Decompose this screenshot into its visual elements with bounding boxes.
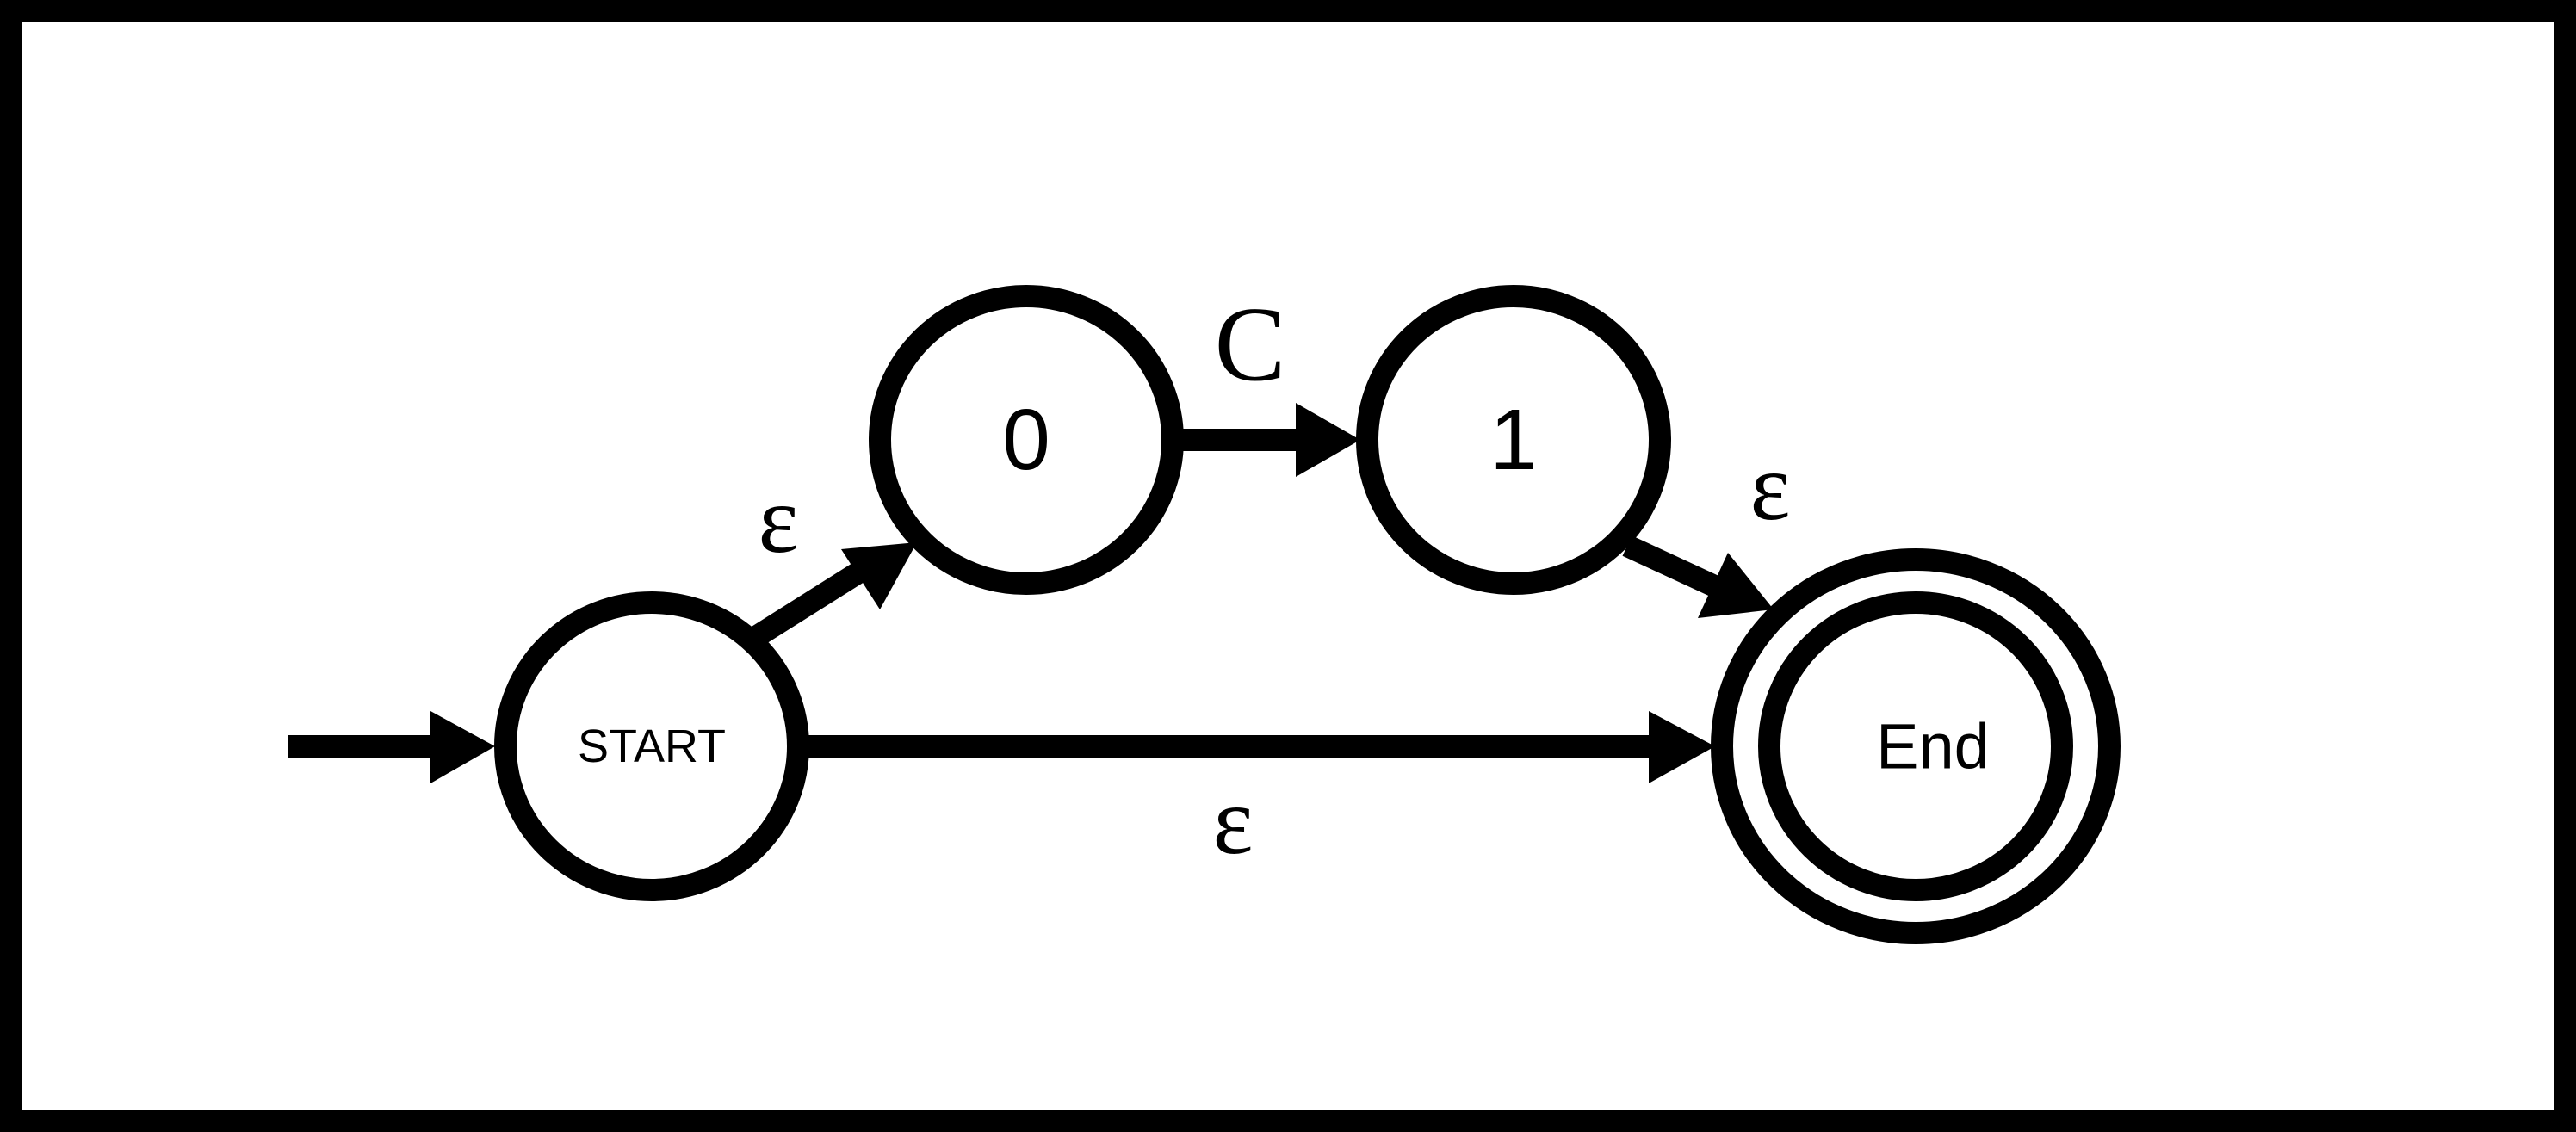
edge-s0-to-s1-label: C [1215,286,1286,404]
state-s0-label: 0 [1002,392,1050,488]
edge-s0-to-s1 [1181,403,1360,477]
edge-s1-to-end-label: ε [1749,434,1790,541]
state-end: End [1711,548,2121,944]
state-s0: 0 [869,285,1184,595]
edge-s1-to-end [1622,535,1774,618]
edge-start-to-end-label: ε [1212,768,1253,875]
edge-start-to-end [808,711,1715,783]
state-start-label: START [578,721,726,772]
state-end-label: End [1876,711,1990,783]
state-end-inner-ring [1758,591,2073,901]
state-start: START [494,591,809,901]
initial-arrow [288,711,495,783]
state-s1-label: 1 [1489,392,1538,488]
state-s1: 1 [1356,285,1671,595]
edge-start-to-s0-label: ε [758,467,798,573]
edge-start-to-s0 [750,542,917,646]
